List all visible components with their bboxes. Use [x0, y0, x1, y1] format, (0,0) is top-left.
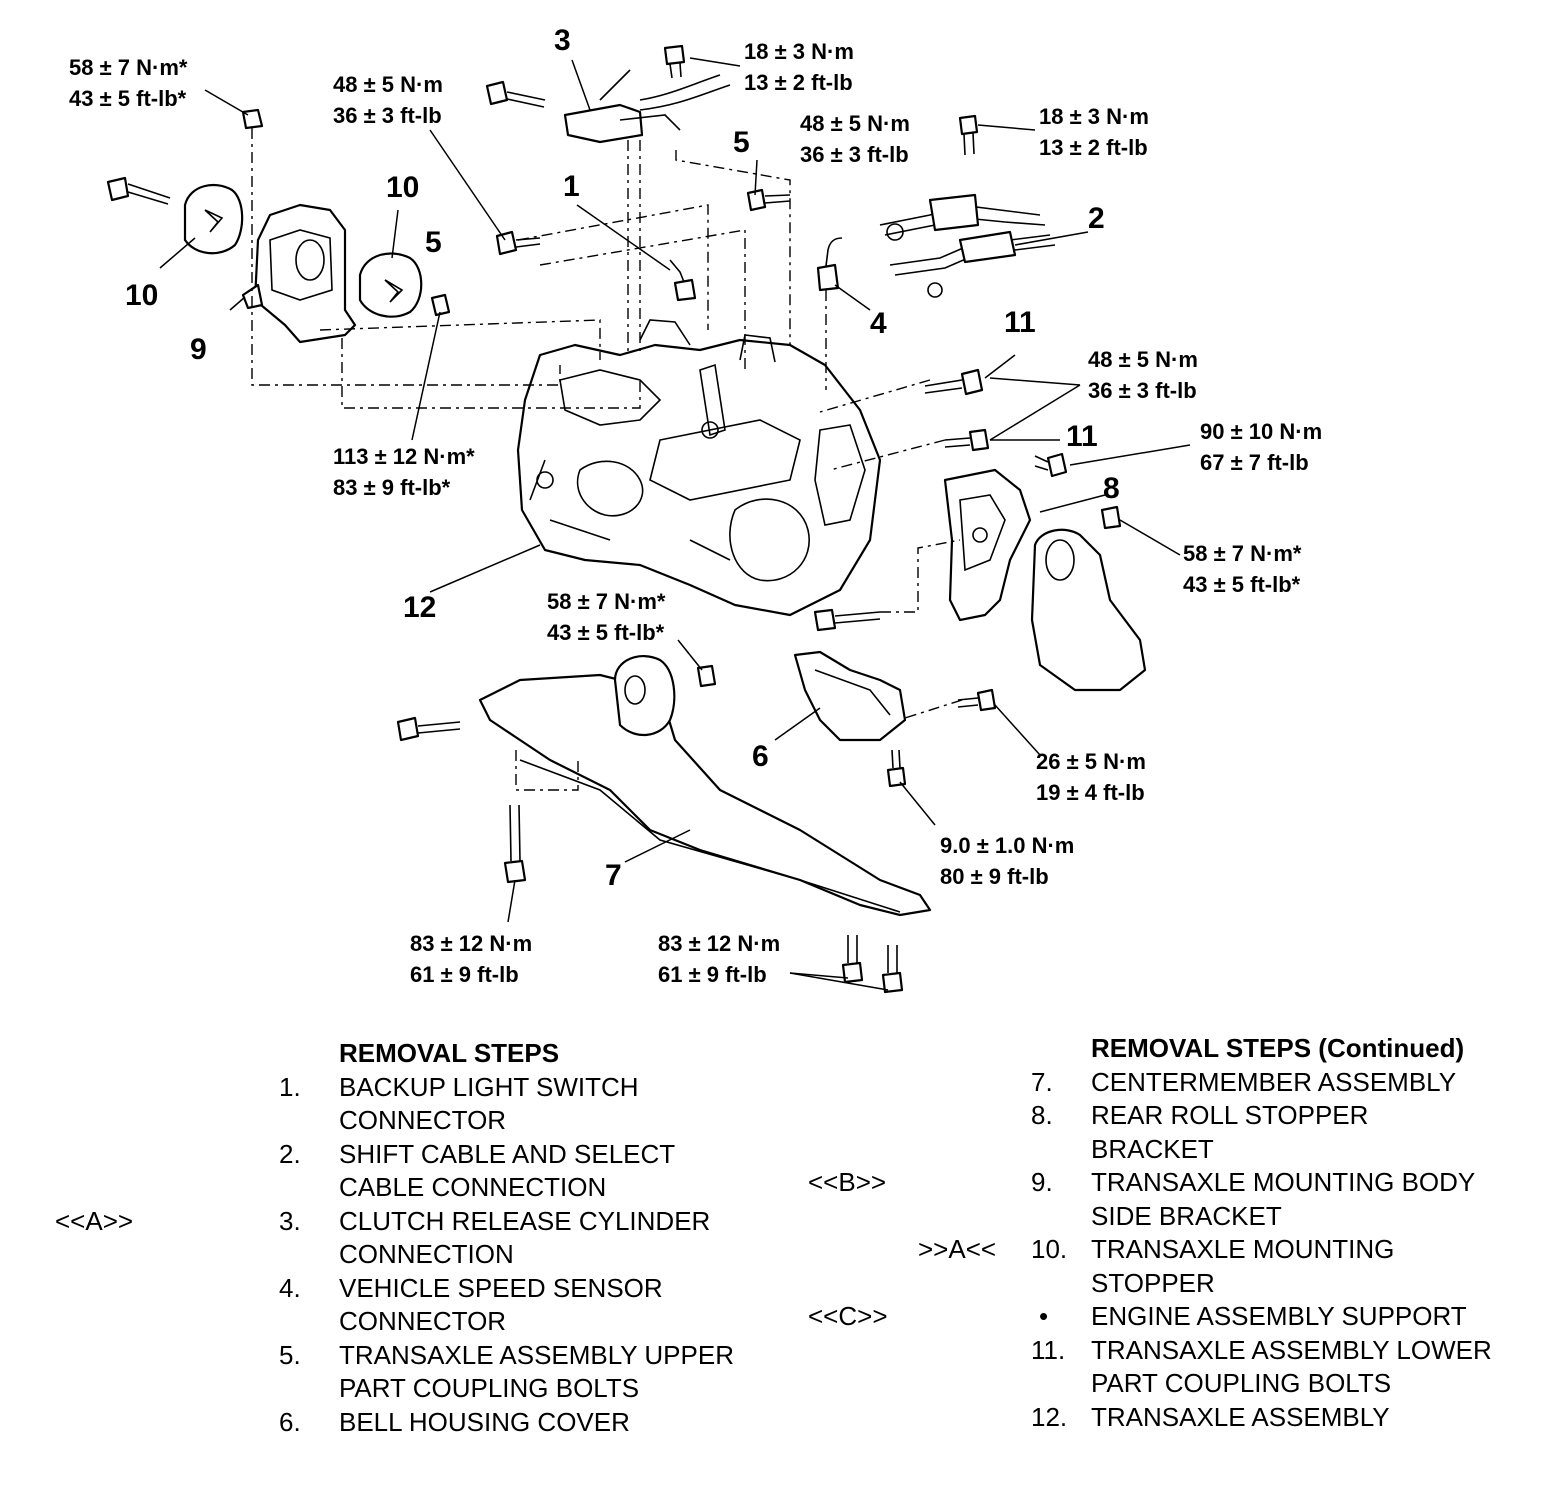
svg-text:58 ± 7 N·m*: 58 ± 7 N·m*	[69, 55, 188, 80]
svg-text:43 ± 5 ft-lb*: 43 ± 5 ft-lb*	[1183, 572, 1301, 597]
exploded-view-diagram: 3 1 5 5 2 4 10 10 9 11 11 8 12 6 7 58 ± …	[69, 24, 1322, 994]
torque-spec-clutch-bolt: 18 ± 3 N·m 13 ± 2 ft-lb	[744, 39, 854, 95]
svg-text:43 ± 5 ft-lb*: 43 ± 5 ft-lb*	[69, 86, 187, 111]
rear-roll-stopper	[1030, 528, 1147, 692]
list-item: 12.TRANSAXLE ASSEMBLY	[1031, 1401, 1390, 1432]
list-item: 6.BELL HOUSING COVER	[279, 1406, 630, 1437]
callout-2: 2	[1088, 202, 1105, 235]
torque-spec-centermember-nut: 58 ± 7 N·m* 43 ± 5 ft-lb*	[547, 589, 666, 645]
svg-text:13 ± 2 ft-lb: 13 ± 2 ft-lb	[1039, 135, 1148, 160]
torque-spec-centermember-front: 83 ± 12 N·m 61 ± 9 ft-lb	[410, 931, 532, 987]
svg-text:83 ± 9 ft-lb*: 83 ± 9 ft-lb*	[333, 475, 451, 500]
torque-spec-mount-nut: 58 ± 7 N·m* 43 ± 5 ft-lb*	[69, 55, 188, 111]
centermember-assembly	[478, 655, 932, 917]
callout-3: 3	[554, 24, 571, 57]
shift-select-cables	[879, 193, 1056, 298]
service-tag-a-installation: >>A<<	[918, 1234, 997, 1264]
torque-spec-upper-bolt-left: 48 ± 5 N·m 36 ± 3 ft-lb	[333, 72, 443, 128]
clutch-release-cylinder	[563, 69, 731, 144]
list-item: 10.TRANSAXLE MOUNTING	[1031, 1234, 1395, 1264]
svg-text:83 ± 12 N·m: 83 ± 12 N·m	[658, 931, 780, 956]
removal-steps-list: REMOVAL STEPS 1.BACKUP LIGHT SWITCH CONN…	[279, 1037, 799, 1439]
list-item: 5.TRANSAXLE ASSEMBLY UPPER	[279, 1339, 734, 1370]
callout-1: 1	[563, 170, 580, 203]
torque-spec-bell-cover-screw: 9.0 ± 1.0 N·m 80 ± 9 ft-lb	[940, 833, 1074, 889]
removal-steps-continued-title: REMOVAL STEPS (Continued)	[1091, 1033, 1465, 1063]
svg-text:36 ± 3 ft-lb: 36 ± 3 ft-lb	[1088, 378, 1197, 403]
list-item: 3.CLUTCH RELEASE CYLINDER	[279, 1205, 711, 1236]
leader-lines	[159, 57, 1191, 991]
svg-text:48 ± 5 N·m: 48 ± 5 N·m	[800, 111, 910, 136]
svg-text:18 ± 3 N·m: 18 ± 3 N·m	[744, 39, 854, 64]
svg-text:58 ± 7 N·m*: 58 ± 7 N·m*	[1183, 541, 1302, 566]
callout-8: 8	[1103, 472, 1120, 505]
rear-roll-stopper-bracket	[943, 468, 1032, 622]
svg-text:43 ± 5 ft-lb*: 43 ± 5 ft-lb*	[547, 620, 665, 645]
callout-4: 4	[870, 307, 887, 340]
list-item: 1.BACKUP LIGHT SWITCH	[279, 1071, 639, 1102]
svg-text:26 ± 5 N·m: 26 ± 5 N·m	[1036, 749, 1146, 774]
callout-5-right: 5	[733, 126, 750, 159]
callout-5-left: 5	[425, 226, 442, 259]
svg-text:83 ± 12 N·m: 83 ± 12 N·m	[410, 931, 532, 956]
mounting-stopper-left	[183, 183, 244, 255]
callout-11-upper: 11	[1004, 306, 1036, 339]
svg-text:19 ± 4 ft-lb: 19 ± 4 ft-lb	[1036, 780, 1145, 805]
list-item: 2.SHIFT CABLE AND SELECT	[279, 1138, 676, 1169]
callout-7: 7	[605, 859, 622, 892]
removal-steps-continued-list: REMOVAL STEPS (Continued) 7.CENTERMEMBER…	[1031, 1032, 1561, 1434]
mounting-body-side-bracket	[241, 203, 357, 344]
callout-12: 12	[403, 591, 436, 624]
torque-spec-upper-bolt-right: 48 ± 5 N·m 36 ± 3 ft-lb	[800, 111, 910, 167]
svg-text:18 ± 3 N·m: 18 ± 3 N·m	[1039, 104, 1149, 129]
torque-spec-mount-stud-nut: 113 ± 12 N·m* 83 ± 9 ft-lb*	[333, 444, 475, 500]
callout-6: 6	[752, 740, 769, 773]
torque-spec-roll-stopper-nut: 58 ± 7 N·m* 43 ± 5 ft-lb*	[1183, 541, 1302, 597]
transaxle-assembly	[516, 319, 882, 617]
svg-text:67 ± 7 ft-lb: 67 ± 7 ft-lb	[1200, 450, 1309, 475]
callout-11-lower: 11	[1066, 420, 1098, 453]
service-tag-c-removal: <<C>>	[808, 1301, 888, 1331]
torque-spec-bell-cover-bolt: 26 ± 5 N·m 19 ± 4 ft-lb	[1036, 749, 1146, 805]
torque-spec-cable-bracket: 18 ± 3 N·m 13 ± 2 ft-lb	[1039, 104, 1149, 160]
list-item: 8.REAR ROLL STOPPER	[1031, 1100, 1369, 1130]
list-item: 9.TRANSAXLE MOUNTING BODY	[1031, 1167, 1476, 1197]
svg-text:61 ± 9 ft-lb: 61 ± 9 ft-lb	[410, 962, 519, 987]
speed-sensor-connector	[816, 237, 843, 292]
bell-housing-cover	[793, 650, 907, 742]
callout-9: 9	[190, 333, 207, 366]
svg-text:90 ± 10 N·m: 90 ± 10 N·m	[1200, 419, 1322, 444]
alignment-lines	[251, 128, 963, 791]
svg-text:48 ± 5 N·m: 48 ± 5 N·m	[1088, 347, 1198, 372]
list-item: 11.TRANSAXLE ASSEMBLY LOWER	[1031, 1334, 1492, 1365]
svg-text:48 ± 5 N·m: 48 ± 5 N·m	[333, 72, 443, 97]
torque-spec-centermember-rear: 83 ± 12 N·m 61 ± 9 ft-lb	[658, 931, 780, 987]
svg-text:13 ± 2 ft-lb: 13 ± 2 ft-lb	[744, 70, 853, 95]
torque-spec-lower-bolts: 48 ± 5 N·m 36 ± 3 ft-lb	[1088, 347, 1198, 403]
svg-text:58 ± 7 N·m*: 58 ± 7 N·m*	[547, 589, 666, 614]
svg-text:80 ± 9 ft-lb: 80 ± 9 ft-lb	[940, 864, 1049, 889]
svg-text:36 ± 3 ft-lb: 36 ± 3 ft-lb	[333, 103, 442, 128]
service-tag-a-removal: <<A>>	[55, 1206, 134, 1236]
svg-text:9.0 ± 1.0 N·m: 9.0 ± 1.0 N·m	[940, 833, 1074, 858]
svg-text:36 ± 3 ft-lb: 36 ± 3 ft-lb	[800, 142, 909, 167]
svg-text:113 ± 12 N·m*: 113 ± 12 N·m*	[333, 444, 475, 469]
service-tag-b-removal: <<B>>	[808, 1167, 887, 1197]
svg-text:61 ± 9 ft-lb: 61 ± 9 ft-lb	[658, 962, 767, 987]
list-item: •ENGINE ASSEMBLY SUPPORT	[1039, 1301, 1467, 1331]
list-item: 4.VEHICLE SPEED SENSOR	[279, 1272, 663, 1303]
list-item: 7.CENTERMEMBER ASSEMBLY	[1031, 1066, 1457, 1097]
mounting-stopper-right	[358, 252, 423, 318]
removal-steps-title: REMOVAL STEPS	[339, 1038, 560, 1068]
bolts	[106, 44, 1122, 994]
backup-light-connector	[669, 259, 697, 302]
callout-10-right: 10	[386, 171, 419, 204]
torque-spec-roll-stopper-bolt: 90 ± 10 N·m 67 ± 7 ft-lb	[1200, 419, 1322, 475]
callout-10-left: 10	[125, 279, 158, 312]
